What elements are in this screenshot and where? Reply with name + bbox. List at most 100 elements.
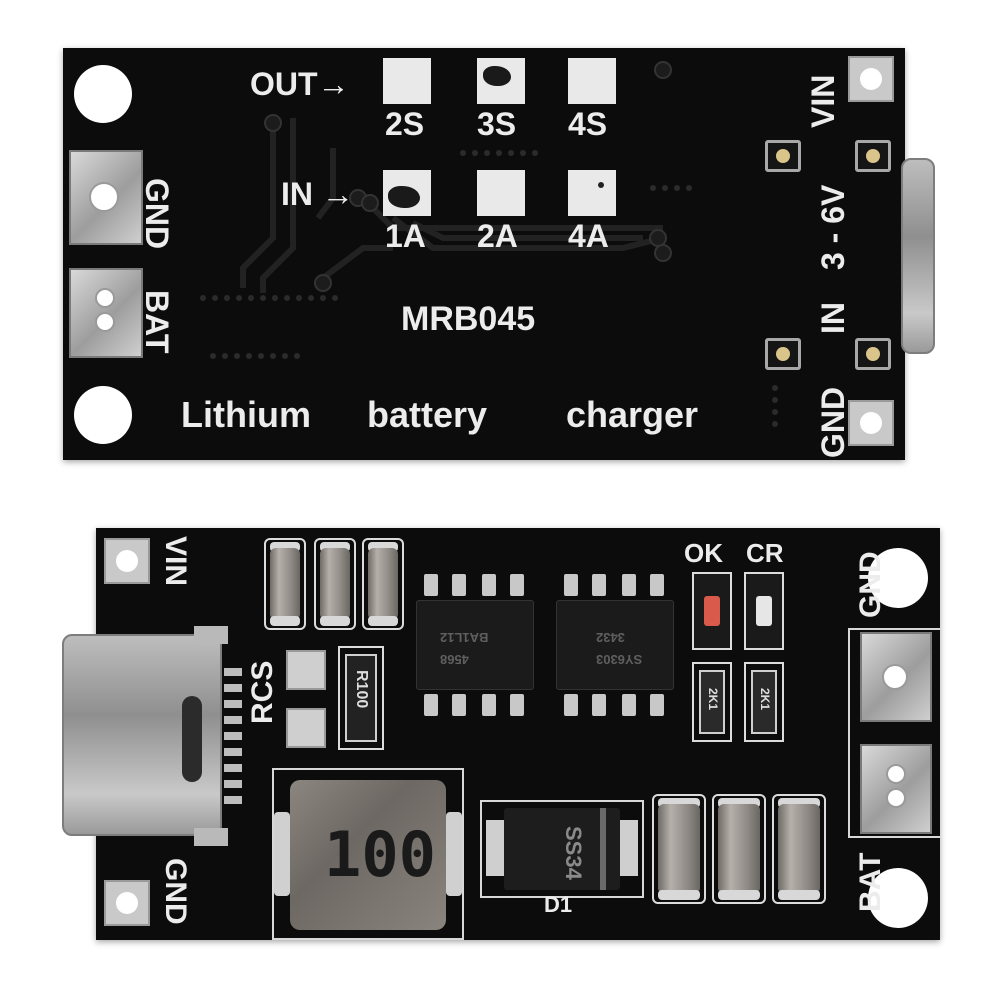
diode-label: SS34 bbox=[561, 826, 586, 880]
capacitor bbox=[652, 794, 706, 904]
ic1-marking-line2: BA1L12 bbox=[440, 630, 489, 645]
usb-c-connector-side bbox=[901, 158, 935, 354]
option-3s-label: 3S bbox=[477, 106, 517, 142]
mounting-hole bbox=[74, 65, 132, 123]
model-label: MRB045 bbox=[401, 300, 536, 338]
solder-blob bbox=[388, 186, 420, 208]
inductor-label: 100 bbox=[324, 818, 436, 891]
usb-mount-pad bbox=[765, 338, 801, 370]
tab-hole bbox=[95, 312, 115, 332]
schottky-diode: SS34 bbox=[504, 808, 620, 890]
gnd-label: GND bbox=[159, 858, 192, 925]
bat-tab bbox=[69, 268, 143, 358]
ok-led-label: OK bbox=[684, 538, 723, 568]
inductor-terminal bbox=[446, 812, 462, 896]
mounting-hole bbox=[868, 868, 928, 928]
in-voltage-label: IN bbox=[815, 302, 851, 334]
charger-ic-1: 4568 BA1L12 bbox=[416, 574, 534, 716]
diode-cathode-band bbox=[600, 808, 606, 890]
gnd-right-label: GND bbox=[815, 386, 851, 458]
cr-led bbox=[744, 572, 784, 650]
caption-word-3: charger bbox=[566, 394, 699, 435]
capacitor bbox=[362, 538, 404, 630]
pcb-traces bbox=[200, 61, 778, 427]
battery-tab-outline bbox=[848, 628, 940, 838]
inductor-terminal bbox=[274, 812, 290, 896]
voltage-range-label: 3 - 6V bbox=[815, 184, 851, 270]
mounting-hole bbox=[868, 548, 928, 608]
capacitor bbox=[712, 794, 766, 904]
rcs-label: RCS bbox=[246, 660, 279, 724]
sense-resistor-label: R100 bbox=[353, 670, 370, 709]
vin-pad bbox=[104, 538, 150, 584]
usb-shield-pad bbox=[194, 626, 228, 644]
gnd-pad bbox=[104, 880, 150, 926]
ic1-marking-line1: 4568 bbox=[440, 652, 469, 667]
usb-pin-pads bbox=[224, 668, 242, 808]
option-2a-label: 2A bbox=[477, 218, 518, 254]
diode-outline bbox=[480, 800, 644, 898]
tab-hole bbox=[886, 764, 906, 784]
tab-hole bbox=[886, 788, 906, 808]
option-2s-label: 2S bbox=[385, 106, 425, 142]
option-1a-label: 1A bbox=[385, 218, 426, 254]
led-die bbox=[756, 596, 772, 626]
gnd-tab-label: GND bbox=[139, 178, 175, 250]
sense-resistor: R100 bbox=[338, 646, 384, 750]
ok-led bbox=[692, 572, 732, 650]
led-die bbox=[704, 596, 720, 626]
gnd-pad bbox=[848, 400, 894, 446]
gnd-right-label: GND bbox=[854, 551, 887, 618]
bat-label: BAT bbox=[854, 852, 887, 912]
mounting-hole bbox=[74, 386, 132, 444]
option-4a-label: 4A bbox=[568, 218, 609, 254]
out-label: OUT→ bbox=[250, 66, 350, 102]
usb-mount-pad bbox=[765, 140, 801, 172]
jumper-pad-2a[interactable] bbox=[477, 170, 525, 216]
cr-led-label: CR bbox=[746, 538, 784, 568]
diode-ref-label: D1 bbox=[544, 892, 573, 917]
charger-ic-2: 3432 SY6303 bbox=[556, 574, 674, 716]
in-label: IN → bbox=[281, 176, 354, 212]
usb-mount-pad bbox=[855, 140, 891, 172]
bat-tab-label: BAT bbox=[139, 290, 175, 354]
usb-c-connector[interactable] bbox=[62, 634, 222, 836]
jumper-pad-3s[interactable] bbox=[477, 58, 525, 104]
led-resistor: 2K1 bbox=[692, 662, 732, 742]
vin-label: VIN bbox=[805, 74, 841, 128]
power-inductor: 100 bbox=[290, 780, 446, 930]
capacitor bbox=[264, 538, 306, 630]
option-4s-label: 4S bbox=[568, 106, 608, 142]
tab-hole bbox=[882, 664, 908, 690]
bat-tab bbox=[860, 744, 932, 834]
led-resistor-label: 2K1 bbox=[758, 688, 772, 711]
rcs-pad bbox=[286, 708, 326, 748]
vin-pad bbox=[848, 56, 894, 102]
top-pcb-board: OUT→ 2S 3S 4S IN → 1A 2A 4A MRB045 Lithi… bbox=[63, 48, 935, 460]
jumper-pad-2s[interactable] bbox=[383, 58, 431, 104]
capacitor bbox=[314, 538, 356, 630]
usb-c-opening bbox=[182, 696, 202, 782]
jumper-pad-1a[interactable] bbox=[383, 170, 431, 216]
gnd-tab bbox=[69, 150, 143, 245]
ic2-marking-line2: SY6303 bbox=[596, 652, 643, 667]
tab-hole bbox=[95, 288, 115, 308]
caption-word-1: Lithium bbox=[181, 394, 311, 435]
jumper-pad-4s[interactable] bbox=[568, 58, 616, 104]
usb-mount-pad bbox=[855, 338, 891, 370]
led-resistor-label: 2K1 bbox=[706, 688, 720, 711]
usb-shield-pad bbox=[194, 828, 228, 846]
via-dot bbox=[598, 182, 604, 188]
ic2-marking-line1: 3432 bbox=[596, 630, 625, 645]
caption-word-2: battery bbox=[367, 394, 488, 435]
gnd-tab bbox=[860, 632, 932, 722]
jumper-pad-4a[interactable] bbox=[568, 170, 616, 216]
vin-label: VIN bbox=[159, 536, 192, 587]
inductor-outline bbox=[272, 768, 464, 940]
tab-hole bbox=[89, 182, 119, 212]
solder-blob bbox=[483, 66, 511, 86]
rcs-pad bbox=[286, 650, 326, 690]
capacitor bbox=[772, 794, 826, 904]
led-resistor: 2K1 bbox=[744, 662, 784, 742]
bottom-pcb-board: VIN GND RCS GND BAT R100 4568 BA1L12 343… bbox=[62, 528, 940, 940]
